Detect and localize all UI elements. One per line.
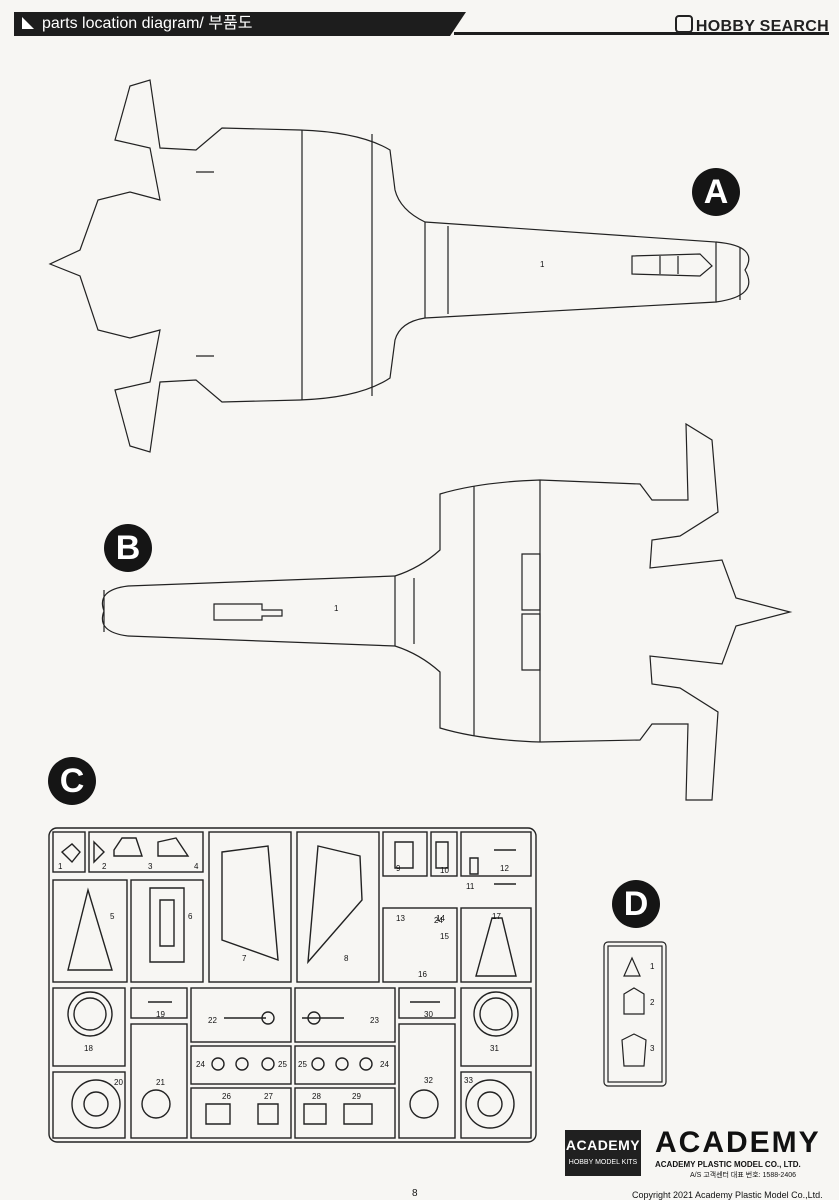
part-label: 24 [196,1060,205,1069]
watermark: HOBBY SEARCH [674,15,829,36]
part-label: 33 [464,1076,473,1085]
part-label: 24 [434,916,443,925]
part-label: 4 [194,862,199,871]
part-label: 3 [650,1044,655,1053]
page-number: 8 [412,1188,418,1199]
part-label: 25 [298,1060,307,1069]
part-label: 25 [278,1060,287,1069]
sprue-d [603,941,667,1087]
part-label: 17 [492,912,501,921]
part-label: 21 [156,1078,165,1087]
academy-logo: ACADEMY [655,1126,821,1159]
part-label: 24 [380,1060,389,1069]
section-c-badge: C [48,757,96,805]
part-label: 15 [440,932,449,941]
part-label: 32 [424,1076,433,1085]
part-label: 8 [344,954,349,963]
customer-service: A/S 고객센터 대표 번호: 1588-2406 [690,1172,797,1179]
section-a-badge: A [692,168,740,216]
part-label: 27 [264,1092,273,1101]
section-b-badge: B [104,524,152,572]
watermark-brand: HOBBY SEARCH [695,18,829,35]
part-label: 30 [424,1010,433,1019]
part-label: 20 [114,1078,123,1087]
part-label: 22 [208,1016,217,1025]
copyright: Copyright 2021 Academy Plastic Model Co.… [632,1190,823,1200]
part-label: 5 [110,912,115,921]
part-label: 11 [466,882,475,891]
page-header: parts location diagram/ 부품도 [14,12,829,40]
part-label: 12 [500,864,509,873]
part-label: 3 [148,862,153,871]
page-title: parts location diagram/ 부품도 [42,15,253,32]
part-label: 7 [242,954,247,963]
part-label: 14 [436,914,445,923]
part-label: 16 [418,970,427,979]
part-label: 1 [540,260,545,269]
part-label: 19 [156,1010,165,1019]
part-label: 1 [650,962,655,971]
header-rule [454,32,829,35]
academy-badge-sub: HOBBY MODEL KITS [568,1159,638,1166]
part-label: 29 [352,1092,361,1101]
part-label: 18 [84,1044,93,1053]
triangle-icon [22,17,34,29]
part-label: 2 [650,998,655,1007]
part-label: 13 [396,914,405,923]
part-label: 6 [188,912,193,921]
part-label: 2 [102,862,107,871]
hobby-search-icon [674,15,693,33]
part-label: 23 [370,1016,379,1025]
section-d-badge: D [612,880,660,928]
academy-badge: ACADEMY HOBBY MODEL KITS [565,1130,641,1176]
part-label: 1 [58,862,63,871]
part-label: 10 [440,866,449,875]
aircraft-b [101,422,793,801]
company-name: ACADEMY PLASTIC MODEL CO., LTD. [655,1160,801,1169]
part-label: 9 [396,864,401,873]
part-label: 26 [222,1092,231,1101]
part-label: 31 [490,1044,499,1053]
aircraft-a [48,79,750,453]
part-label: 28 [312,1092,321,1101]
academy-badge-title: ACADEMY [565,1137,641,1153]
sprue-c [48,827,537,1143]
header-bar [14,12,466,36]
part-label: 1 [334,604,339,613]
